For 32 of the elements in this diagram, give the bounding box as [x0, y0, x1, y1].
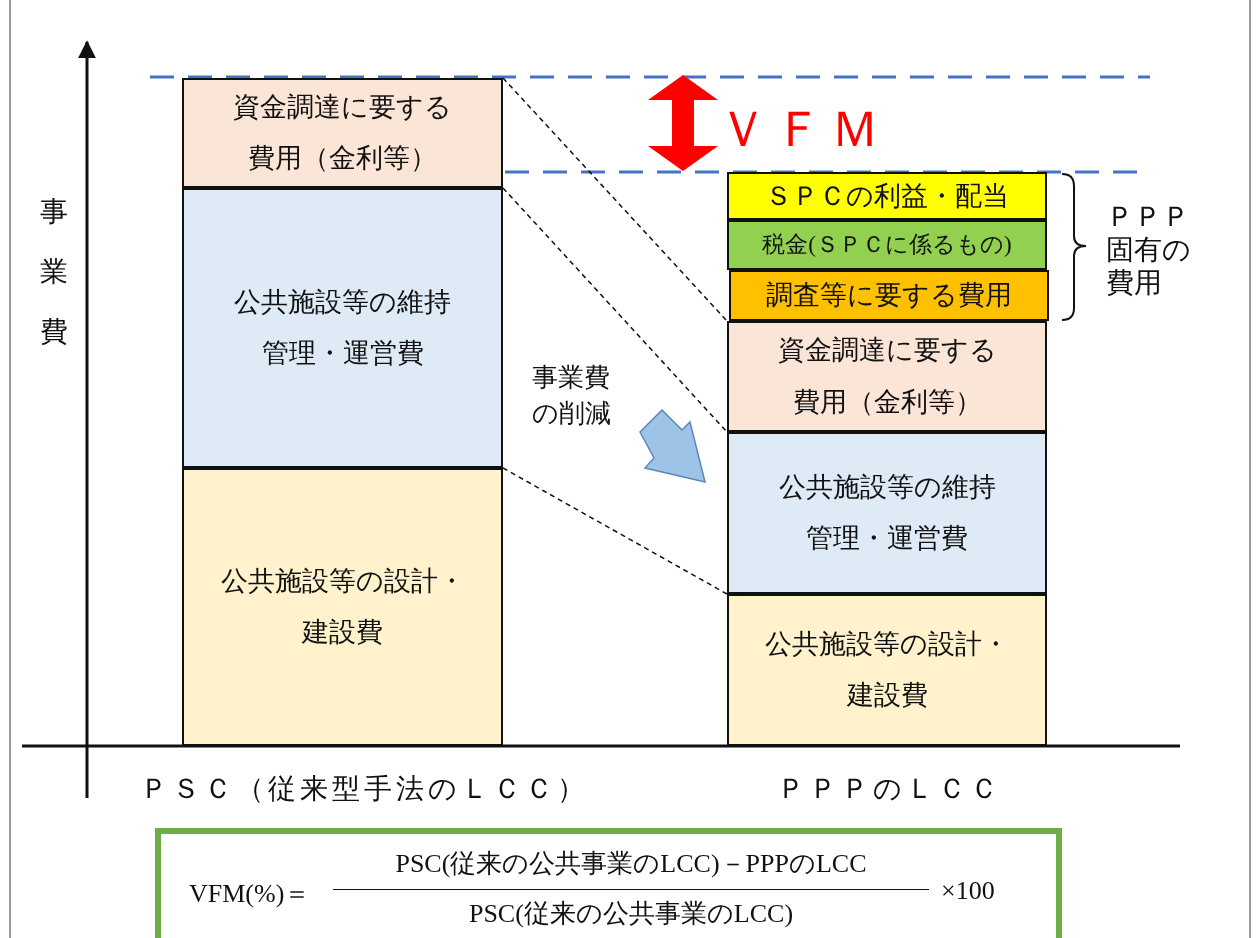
cost-segment	[182, 468, 503, 746]
annotation-text: 事業費の削減	[532, 362, 612, 430]
segment-label: 資金調達に要する費用（金利等）	[777, 334, 997, 419]
cost-segment	[182, 188, 503, 468]
bracket-label: ＰＰＰ固有の費用	[1106, 200, 1192, 299]
axis-label: 事業費	[40, 195, 69, 349]
category-label: ＰＰＰのＬＣＣ	[777, 772, 1002, 806]
category-label: ＰＳＣ（従来型手法のＬＣＣ）	[140, 772, 589, 806]
cost-segment	[727, 220, 1047, 270]
formula-lhs: VFM(%)＝	[189, 878, 311, 910]
cost-segment	[182, 78, 503, 188]
segment-label: 公共施設等の設計・建設費	[219, 564, 466, 649]
segment-label: 調査等に要する費用	[766, 279, 1012, 312]
denominator: PSC(従来の公共事業のLCC)	[467, 898, 795, 930]
guide-line	[502, 77, 728, 322]
multiplier: ×100	[941, 876, 995, 906]
numerator: PSC(従来の公共事業のLCC)－PPPのLCC	[394, 848, 868, 880]
cost-segment	[727, 321, 1047, 432]
cost-segment	[727, 432, 1047, 594]
guide-line	[502, 187, 728, 433]
segment-label: 資金調達に要する費用（金利等）	[232, 90, 453, 175]
guide-line	[502, 467, 728, 595]
segment-label: 公共施設等の維持管理・運営費	[233, 285, 452, 370]
segment-label: ＳＰＣの利益・配当	[765, 179, 1009, 213]
segment-label: 税金(ＳＰＣに係るもの)	[762, 231, 1012, 259]
segment-label: 公共施設等の維持管理・運営費	[777, 470, 997, 555]
vfm-label: ＶＦＭ	[718, 100, 886, 159]
cost-segment	[729, 270, 1049, 321]
segment-label: 公共施設等の設計・建設費	[764, 627, 1010, 712]
cost-segment	[727, 172, 1047, 220]
cost-segment	[727, 594, 1047, 746]
formula-box	[155, 828, 1062, 938]
